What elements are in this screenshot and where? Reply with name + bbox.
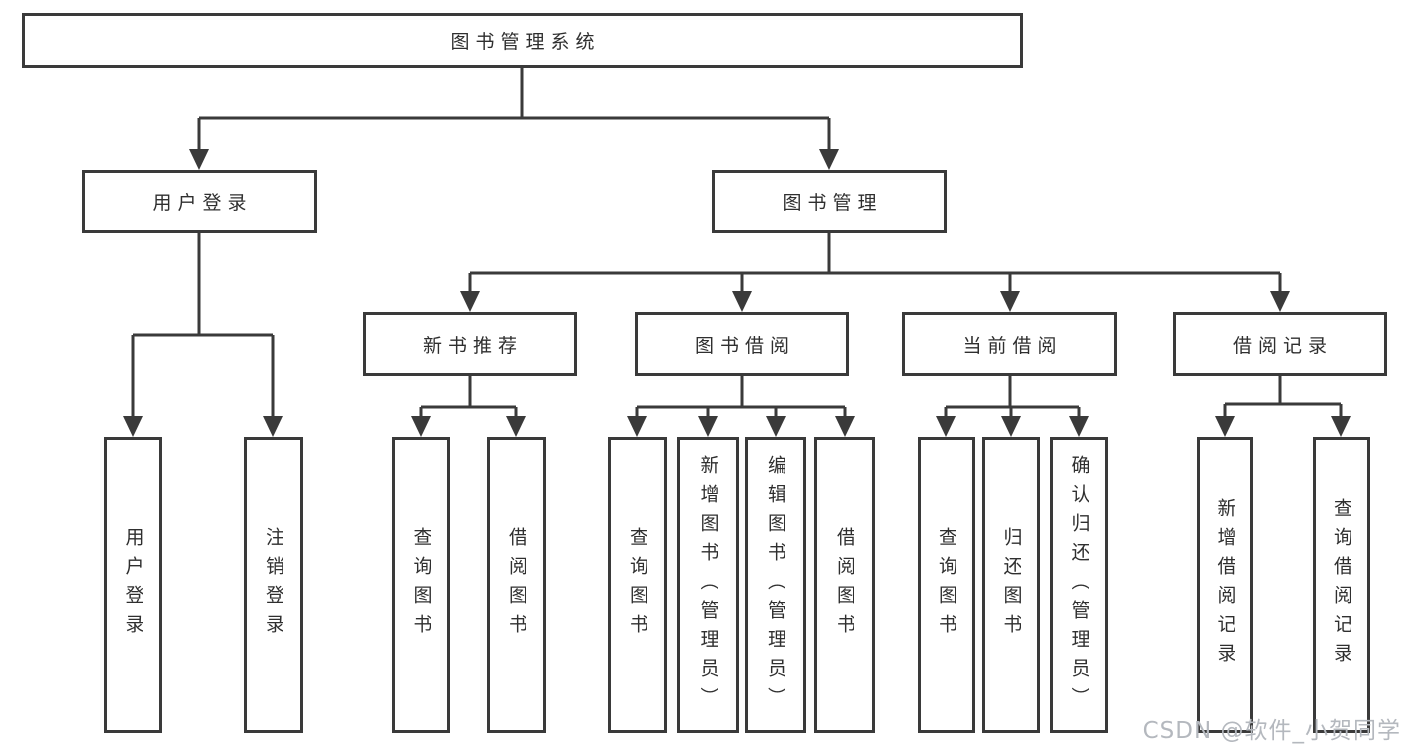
arrowhead	[1215, 416, 1235, 437]
node-label: 借阅图书	[507, 527, 526, 643]
node-login-logout: 注销登录	[244, 437, 303, 733]
arrowhead	[835, 416, 855, 437]
arrowhead	[460, 291, 480, 312]
arrowhead	[1000, 291, 1020, 312]
arrowhead	[698, 416, 718, 437]
node-new-book: 新书推荐	[363, 312, 577, 376]
node-label: 借阅记录	[1232, 334, 1333, 357]
node-label: 查询图书	[411, 527, 431, 643]
node-label: 归还图书	[1001, 527, 1021, 643]
node-record-query: 查询借阅记录	[1313, 437, 1370, 733]
arrowhead	[506, 416, 526, 437]
node-label: 新增图书（管理员）	[698, 454, 718, 716]
node-current-query: 查询图书	[918, 437, 975, 733]
arrowhead	[1069, 416, 1089, 437]
node-label: 图书管理系统	[450, 31, 601, 53]
node-login-user: 用户登录	[104, 437, 162, 733]
node-borrow-edit: 编辑图书（管理员）	[745, 437, 806, 733]
arrowhead	[732, 291, 752, 312]
node-record-add: 新增借阅记录	[1197, 437, 1253, 733]
node-label: 编辑图书（管理员）	[766, 454, 785, 716]
node-label: 新书推荐	[422, 334, 523, 357]
arrowhead	[936, 416, 956, 437]
arrowhead	[189, 149, 209, 170]
node-label: 用户登录	[123, 527, 143, 643]
arrowhead	[263, 416, 283, 437]
node-label: 新增借阅记录	[1215, 498, 1235, 672]
node-label: 确认归还（管理员）	[1069, 454, 1089, 716]
node-borrow-add: 新增图书（管理员）	[677, 437, 739, 733]
node-label: 当前借阅	[962, 334, 1063, 357]
node-borrow-query: 查询图书	[608, 437, 667, 733]
watermark: CSDN @软件_小贺同学	[1142, 718, 1401, 744]
node-label: 用户登录	[152, 192, 253, 214]
node-label: 图书管理	[782, 192, 883, 214]
node-label: 图书借阅	[694, 334, 795, 357]
node-newbook-borrow: 借阅图书	[487, 437, 546, 733]
arrowhead	[766, 416, 786, 437]
node-label: 查询借阅记录	[1332, 498, 1351, 672]
arrowhead	[1270, 291, 1290, 312]
node-root: 图书管理系统	[22, 13, 1023, 68]
node-borrow-record: 借阅记录	[1173, 312, 1387, 376]
node-current-borrow: 当前借阅	[902, 312, 1117, 376]
node-current-confirm: 确认归还（管理员）	[1050, 437, 1108, 733]
arrowhead	[819, 149, 839, 170]
node-label: 查询图书	[628, 527, 647, 643]
arrowhead	[411, 416, 431, 437]
node-label: 查询图书	[937, 527, 956, 643]
node-borrow-lend: 借阅图书	[814, 437, 875, 733]
node-current-return: 归还图书	[982, 437, 1040, 733]
arrowhead	[1001, 416, 1021, 437]
node-book-mgmt: 图书管理	[712, 170, 947, 233]
node-label: 注销登录	[264, 527, 283, 643]
node-newbook-query: 查询图书	[392, 437, 450, 733]
node-user-login: 用户登录	[82, 170, 317, 233]
node-label: 借阅图书	[835, 527, 854, 643]
arrowhead	[123, 416, 143, 437]
node-book-borrow: 图书借阅	[635, 312, 849, 376]
arrowhead	[1331, 416, 1351, 437]
arrowhead	[627, 416, 647, 437]
